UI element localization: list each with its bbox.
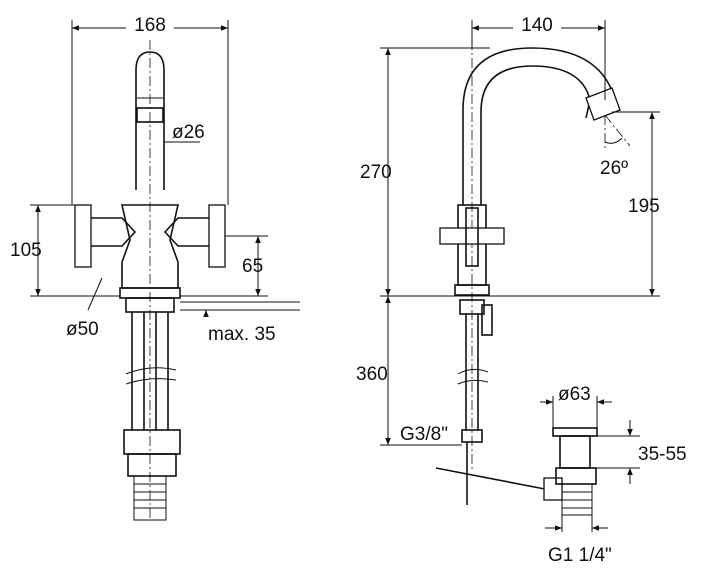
dim-g38-label: G3/8" <box>400 424 448 445</box>
front-view: 168 ø26 105 65 ø50 max. 35 <box>10 12 300 521</box>
side-angle-arc <box>604 137 623 144</box>
side-waste-nut <box>555 467 597 485</box>
front-supply-hoses <box>131 312 169 430</box>
side-angle-inclined <box>604 114 631 147</box>
front-base-nut <box>125 297 175 313</box>
side-spout-inner <box>480 65 591 205</box>
dim-g114-label: G1 1/4" <box>548 545 612 566</box>
side-spout-outer <box>462 47 615 205</box>
dim-26deg-label: 26º <box>600 158 628 179</box>
dim-65-label: 65 <box>242 256 263 277</box>
side-spout-tip <box>585 87 621 121</box>
side-popup-linkage <box>435 467 551 491</box>
dim-d26-label: ø26 <box>172 122 205 143</box>
dim-168-bg <box>126 12 174 34</box>
dim-140-label: 140 <box>521 15 553 36</box>
dim-140-bg <box>513 12 561 34</box>
front-spout-aerator <box>136 107 164 123</box>
side-handle-stem <box>465 207 479 267</box>
dim-195-label: 195 <box>628 196 660 217</box>
front-break-lines <box>125 367 177 385</box>
front-left-handle-cross <box>74 204 92 268</box>
side-popup-clip <box>543 477 563 501</box>
side-base-nut <box>459 299 485 315</box>
dim-105-label: 105 <box>10 240 42 261</box>
dim-360-label: 360 <box>356 364 388 385</box>
front-spout-column <box>135 51 165 190</box>
front-right-handle-cross <box>208 204 226 268</box>
side-popup-rod-top <box>481 304 493 336</box>
side-supply-hoses <box>465 314 479 430</box>
dim-d63-label: ø63 <box>558 384 591 405</box>
front-waste-pipe <box>133 476 167 521</box>
dim-168-label: 168 <box>134 15 166 36</box>
dim-d50-leader <box>87 277 103 311</box>
side-waste-thread <box>562 491 592 509</box>
side-waste-body <box>559 435 591 469</box>
side-base-ring <box>454 284 490 296</box>
front-waste-nut <box>127 453 177 477</box>
side-hose-connector <box>461 429 483 443</box>
side-view: 26º 140 270 195 <box>356 12 687 566</box>
dim-max35-label: max. 35 <box>208 324 276 345</box>
side-handle-cross <box>439 227 505 245</box>
dim-d50-label: ø50 <box>66 319 99 340</box>
side-waste-flange <box>552 427 598 437</box>
front-lower-fitting <box>123 429 181 455</box>
side-break-lines <box>457 368 489 385</box>
dim-3555-label: 35-55 <box>638 444 687 465</box>
front-pipe-thread <box>134 483 166 509</box>
dim-270-label: 270 <box>360 162 392 183</box>
